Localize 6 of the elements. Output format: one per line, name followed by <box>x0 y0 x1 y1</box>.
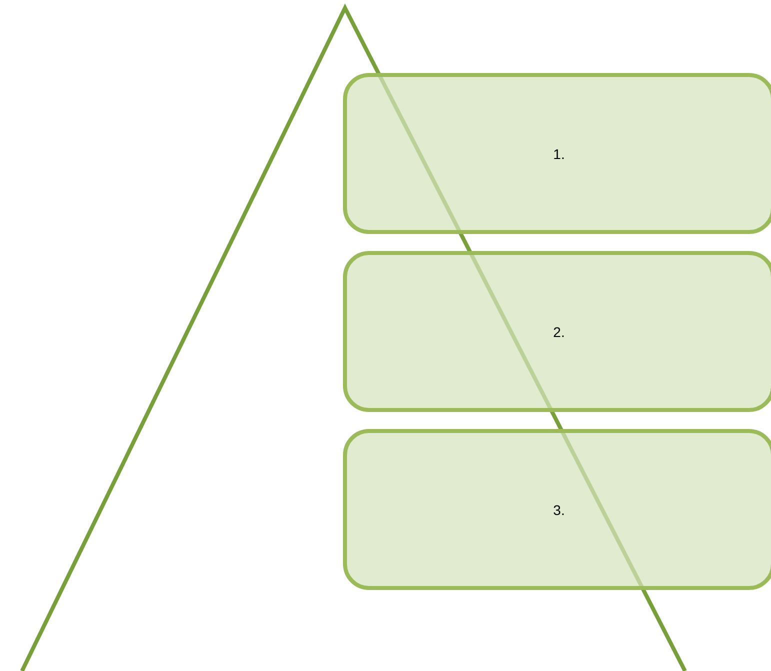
list-box <box>343 429 771 590</box>
item-number: 3. <box>553 502 565 518</box>
item-number: 1. <box>553 146 565 162</box>
list-box <box>343 251 771 412</box>
item-number: 2. <box>553 324 565 340</box>
list-box <box>343 73 771 234</box>
